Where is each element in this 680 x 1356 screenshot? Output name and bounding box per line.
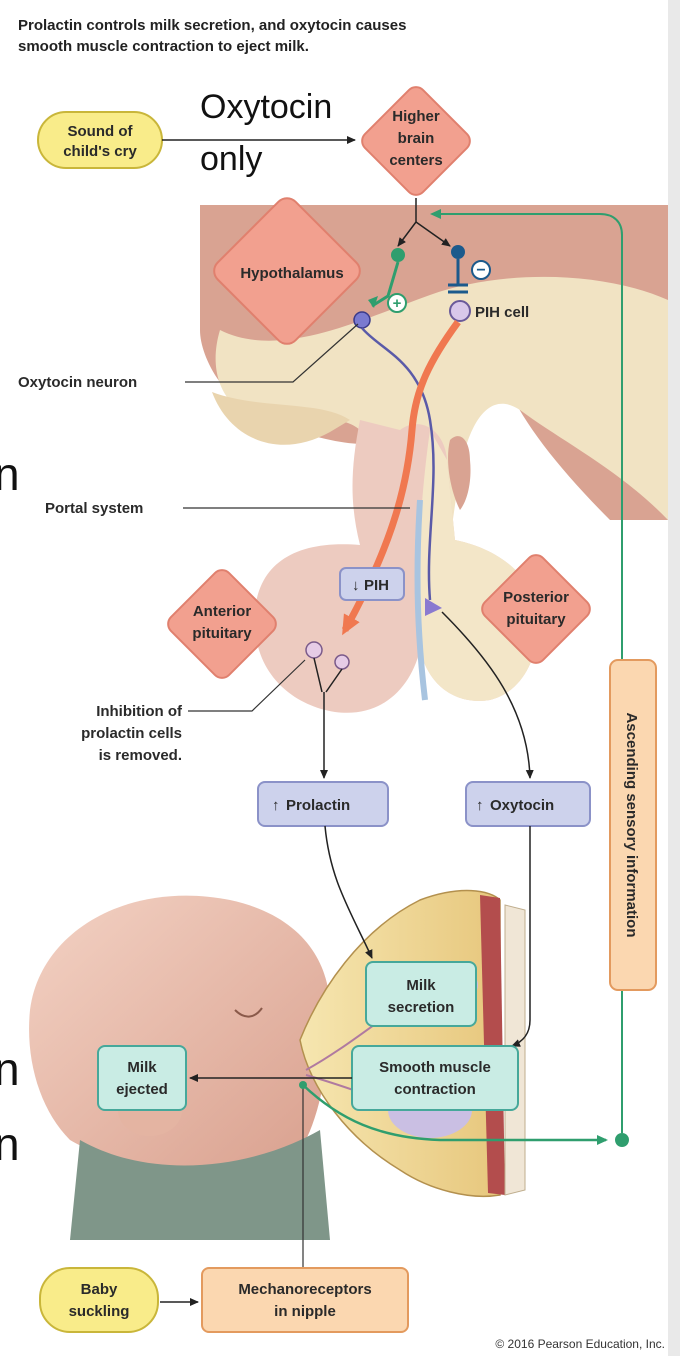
prolactin-cell-2 xyxy=(334,654,350,670)
portal-system-callout: Portal system xyxy=(45,500,143,517)
hypothalamus-label: Hypothalamus xyxy=(240,265,343,282)
smooth-muscle-label-1: Smooth muscle xyxy=(379,1059,491,1076)
header-line-1: Prolactin controls milk secretion, and o… xyxy=(18,17,406,34)
stalk-bump xyxy=(448,436,471,510)
baby-suckling-node xyxy=(39,1267,159,1333)
milk-ejected-label-2: ejected xyxy=(116,1081,168,1098)
minus-sign: − xyxy=(476,262,485,279)
oxytocin-neuron-callout: Oxytocin neuron xyxy=(18,374,137,391)
baby-suckling-label-2: suckling xyxy=(69,1303,130,1320)
excitatory-terminal xyxy=(368,296,378,308)
pih-cell-body xyxy=(449,300,471,322)
pih-down-node xyxy=(339,567,405,601)
posterior-pituitary-label-2: pituitary xyxy=(506,611,566,628)
milk-ejected-label-1: Milk xyxy=(127,1059,157,1076)
plus-sign: + xyxy=(393,295,402,312)
copyright: © 2016 Pearson Education, Inc. xyxy=(495,1337,665,1351)
arrow-posterior-to-oxytocin xyxy=(441,611,534,779)
blue-synapse-star xyxy=(451,245,465,259)
higher-brain-label-2: brain xyxy=(398,130,435,147)
prolactin-up-label: Prolactin xyxy=(286,797,350,814)
green-synapse-star xyxy=(391,248,405,262)
arrow-cells-to-prolactin xyxy=(313,657,343,778)
arrow-prolactin-to-secretion xyxy=(324,825,373,959)
inhibition-callout-2: prolactin cells xyxy=(81,725,182,742)
excitatory-axon xyxy=(371,261,400,308)
milk-secretion-label-2: secretion xyxy=(388,999,455,1016)
sound-cry-label-2: child's cry xyxy=(63,143,137,160)
prolactin-up-arrow: ↑ xyxy=(272,797,280,814)
baby-head xyxy=(29,895,331,1169)
pih-cell-label: PIH cell xyxy=(475,304,529,321)
plus-sign-circle xyxy=(387,293,407,313)
hypothalamic-tract xyxy=(215,276,668,555)
prolactin-up-node xyxy=(257,781,389,827)
mechanoreceptors-node xyxy=(201,1267,409,1333)
cut-glyph-1: n xyxy=(0,448,20,500)
smooth-muscle-label-2: contraction xyxy=(394,1081,476,1098)
posterior-lobe-tissue xyxy=(418,430,538,701)
header-line-2: smooth muscle contraction to eject milk. xyxy=(18,38,309,55)
page-edge xyxy=(668,0,680,1356)
oxytocin-up-label: Oxytocin xyxy=(490,797,554,814)
baby-blanket xyxy=(70,1130,330,1240)
breast-tissue xyxy=(299,889,501,1198)
milk-ejected-node xyxy=(97,1045,187,1111)
ascending-sensory-label: Ascending sensory information xyxy=(623,712,640,937)
anterior-pituitary-label-2: pituitary xyxy=(192,625,252,642)
cut-glyph-2: n xyxy=(0,1043,20,1095)
higher-brain-label-3: centers xyxy=(389,152,442,169)
nipple-dot xyxy=(299,1081,307,1089)
posterior-pituitary-label-1: Posterior xyxy=(503,589,569,606)
inhibition-callout-1: Inhibition of xyxy=(96,703,183,720)
pih-down-label: PIH xyxy=(364,577,389,594)
arrow-brain-to-pih-synapse xyxy=(415,221,451,247)
prolactin-cell-1 xyxy=(305,641,323,659)
inhibition-callout-3: is removed. xyxy=(99,747,182,764)
cut-glyph-3: n xyxy=(0,1118,20,1170)
pih-down-arrow: ↓ xyxy=(352,577,360,594)
inhibition-leader xyxy=(188,659,306,712)
sensory-path-nipple xyxy=(302,1084,608,1145)
higher-brain-label-1: Higher xyxy=(392,108,440,125)
anterior-pituitary-label-1: Anterior xyxy=(193,603,252,620)
minus-sign-circle xyxy=(471,260,491,280)
baby-suckling-label-1: Baby xyxy=(81,1281,118,1298)
annotation-oxytocin: Oxytocin xyxy=(200,88,332,126)
arrow-oxytocin-to-contraction xyxy=(511,826,531,1047)
smooth-muscle-node xyxy=(351,1045,519,1111)
sensory-star xyxy=(615,1133,629,1147)
oxytocin-neuron-axon xyxy=(361,327,435,601)
oxytocin-neuron-leader xyxy=(185,323,359,383)
hypothalamus-node xyxy=(213,197,361,345)
annotation-only: only xyxy=(200,140,262,178)
tract-fold xyxy=(212,392,350,445)
mechanoreceptors-label-2: in nipple xyxy=(274,1303,336,1320)
lobe-boundary xyxy=(414,499,428,701)
oxytocin-up-arrow: ↑ xyxy=(476,797,484,814)
ascending-sensory-node xyxy=(609,659,657,991)
ascending-sensory-line xyxy=(430,209,623,1133)
sound-cry-label-1: Sound of xyxy=(68,123,134,140)
milk-secretion-label-1: Milk xyxy=(406,977,436,994)
mechanoreceptors-label-1: Mechanoreceptors xyxy=(238,1281,371,1298)
baby-eye xyxy=(234,1007,263,1018)
portal-system-arrow xyxy=(341,319,461,636)
posterior-pituitary-node xyxy=(481,554,591,664)
higher-brain-node xyxy=(361,86,471,196)
anterior-pituitary-node xyxy=(167,569,277,679)
oxytocin-axon-terminal xyxy=(425,598,442,616)
oxytocin-up-node xyxy=(465,781,591,827)
milk-secretion-node xyxy=(365,961,477,1027)
